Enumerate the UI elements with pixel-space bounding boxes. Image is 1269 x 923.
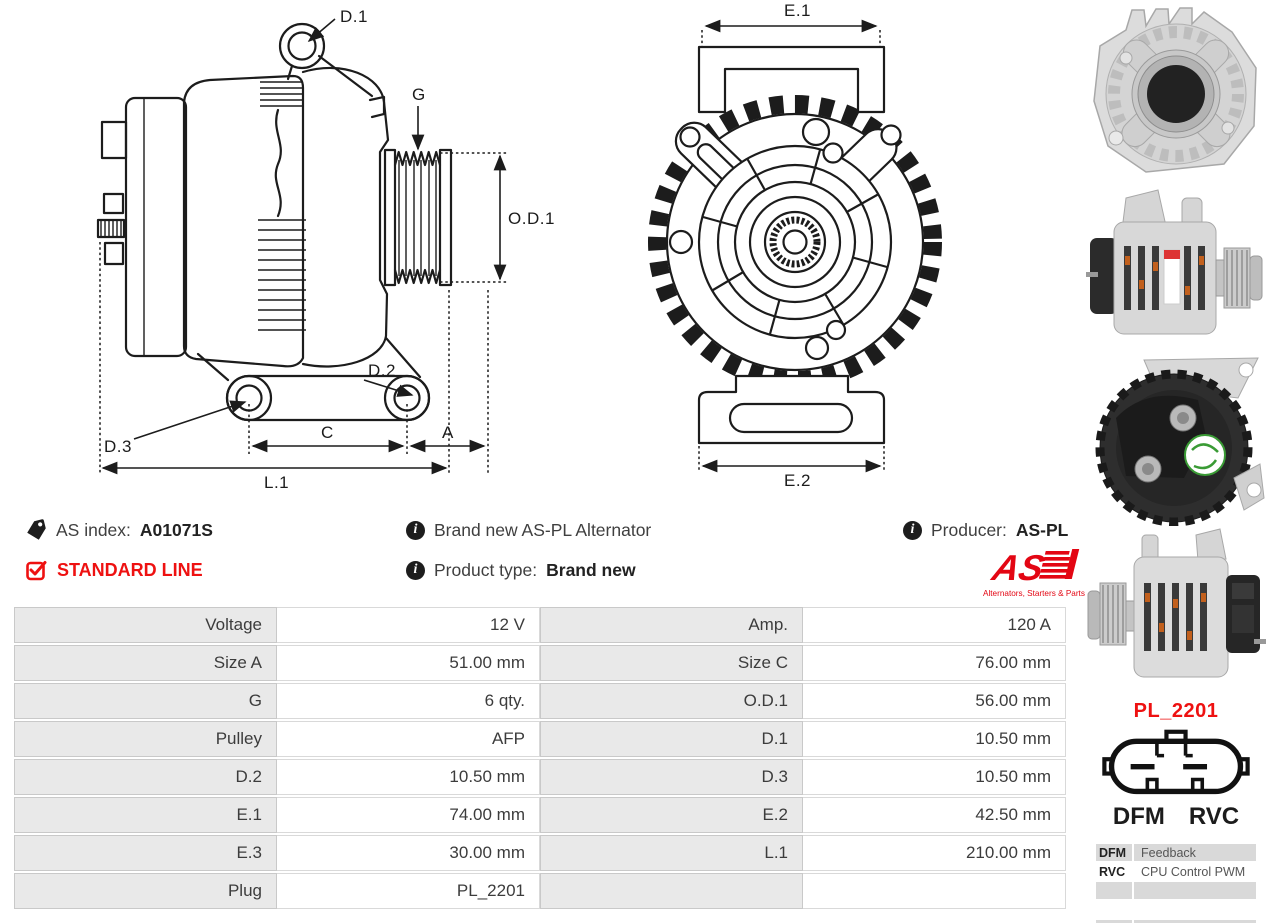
- legend-row: RVC CPU Control PWM: [1096, 863, 1256, 880]
- spec-value-cell: 56.00 mm: [803, 683, 1066, 719]
- spec-label-cell: O.D.1: [540, 683, 803, 719]
- spec-label-cell: E.1: [14, 797, 277, 833]
- producer-row: i Producer: AS-PL: [903, 518, 1068, 542]
- dim-label-e1: E.1: [784, 2, 811, 20]
- standard-line-badge: STANDARD LINE: [57, 559, 203, 580]
- table-row: Plug PL_2201: [14, 873, 1066, 909]
- dim-label-e2: E.2: [784, 471, 811, 488]
- info-icon: i: [903, 520, 922, 540]
- plug-panel: PL_2201 DFM RVC DFM Feedback RVC CPU Con…: [1096, 700, 1256, 923]
- spec-table: Voltage 12 V Amp. 120 A Size A 51.00 mm …: [14, 607, 1066, 911]
- spec-label-cell: Voltage: [14, 607, 277, 643]
- spec-label-cell: D.1: [540, 721, 803, 757]
- spec-value-cell: 10.50 mm: [803, 721, 1066, 757]
- spec-value-cell: 30.00 mm: [277, 835, 540, 871]
- product-photo-front[interactable]: [1086, 6, 1266, 178]
- spec-label-cell: [540, 873, 803, 909]
- spec-label-cell: E.2: [540, 797, 803, 833]
- plug-name: PL_2201: [1133, 700, 1219, 722]
- legend-key: DFM: [1096, 844, 1132, 861]
- as-index-label: AS index:: [56, 519, 131, 540]
- legend-desc: Feedback: [1134, 844, 1256, 861]
- spec-label-cell: G: [14, 683, 277, 719]
- dim-label-a: A: [442, 423, 454, 442]
- dim-label-d3: D.3: [104, 437, 132, 456]
- dim-label-d2: D.2: [368, 361, 396, 380]
- spec-value-cell: PL_2201: [277, 873, 540, 909]
- dim-label-l1: L.1: [264, 473, 289, 492]
- table-row: E.1 74.00 mm E.2 42.50 mm: [14, 797, 1066, 833]
- as-pl-logo-mark: AS: [988, 548, 1080, 588]
- product-type-label: Product type:: [434, 559, 538, 580]
- spec-value-cell: 120 A: [803, 607, 1066, 643]
- table-row: Size A 51.00 mm Size C 76.00 mm: [14, 645, 1066, 681]
- spec-value-cell: AFP: [277, 721, 540, 757]
- technical-drawing-front-view: E.1: [648, 2, 942, 488]
- spec-label-cell: Size A: [14, 645, 277, 681]
- dim-label-g: G: [412, 85, 426, 104]
- legend-row-empty: [1096, 882, 1256, 899]
- legend-desc: CPU Control PWM: [1134, 863, 1256, 880]
- spec-value-cell: 10.50 mm: [803, 759, 1066, 795]
- spec-label-cell: L.1: [540, 835, 803, 871]
- table-row: Pulley AFP D.1 10.50 mm: [14, 721, 1066, 757]
- as-index-row: AS index: A01071S: [26, 518, 213, 542]
- producer-value: AS-PL: [1015, 519, 1069, 540]
- legend-row-empty: [1096, 901, 1256, 918]
- spec-value-cell: 12 V: [277, 607, 540, 643]
- info-icon: i: [406, 560, 425, 580]
- product-photo-side-left[interactable]: [1086, 527, 1266, 695]
- spec-value-cell: 10.50 mm: [277, 759, 540, 795]
- product-type-row: i Product type: Brand new: [406, 558, 636, 582]
- product-photo-back[interactable]: [1086, 356, 1266, 526]
- legend-row: DFM Feedback: [1096, 844, 1256, 861]
- spec-label-cell: Plug: [14, 873, 277, 909]
- checked-checkbox-icon: [26, 561, 47, 581]
- table-row: G 6 qty. O.D.1 56.00 mm: [14, 683, 1066, 719]
- as-pl-logo: AS Alternators, Starters & Parts: [983, 546, 1085, 598]
- table-row: E.3 30.00 mm L.1 210.00 mm: [14, 835, 1066, 871]
- brand-row: i Brand new AS-PL Alternator: [406, 518, 651, 542]
- dim-label-od1: O.D.1: [508, 209, 555, 228]
- dim-label-c: C: [321, 423, 334, 442]
- spec-value-cell: 51.00 mm: [277, 645, 540, 681]
- info-icon: i: [406, 520, 425, 540]
- technical-drawing-side-view: O.D.1 D.1 G D.2 D.3 C A L.1: [96, 7, 555, 492]
- legend-row-empty: [1096, 920, 1256, 923]
- as-index-value: A01071S: [139, 519, 213, 540]
- spec-value-cell: 42.50 mm: [803, 797, 1066, 833]
- pin-label-rvc: RVC: [1188, 803, 1240, 830]
- product-type-value: Brand new: [546, 559, 636, 580]
- pin-label-dfm: DFM: [1112, 803, 1165, 830]
- legend-key: RVC: [1096, 863, 1132, 880]
- tag-icon: [27, 518, 46, 540]
- producer-label: Producer:: [931, 519, 1007, 540]
- spec-value-cell: 74.00 mm: [277, 797, 540, 833]
- brand-line: Brand new AS-PL Alternator: [434, 519, 652, 540]
- standard-line-row: STANDARD LINE: [26, 558, 203, 582]
- spec-value-cell: 6 qty.: [277, 683, 540, 719]
- table-row: D.2 10.50 mm D.3 10.50 mm: [14, 759, 1066, 795]
- spec-value-cell: 210.00 mm: [803, 835, 1066, 871]
- logo-monogram: AS: [988, 548, 1049, 588]
- spec-label-cell: Pulley: [14, 721, 277, 757]
- plug-connector-diagram: [1102, 729, 1250, 795]
- table-row: Voltage 12 V Amp. 120 A: [14, 607, 1066, 643]
- spec-label-cell: Amp.: [540, 607, 803, 643]
- spec-label-cell: D.2: [14, 759, 277, 795]
- spec-label-cell: Size C: [540, 645, 803, 681]
- plug-legend: DFM Feedback RVC CPU Control PWM: [1096, 844, 1256, 923]
- logo-tagline: Alternators, Starters & Parts: [983, 589, 1085, 598]
- plug-pin-labels: DFM RVC: [1096, 803, 1256, 831]
- product-photo-side-right[interactable]: [1086, 186, 1266, 352]
- spec-value-cell: 76.00 mm: [803, 645, 1066, 681]
- spec-label-cell: D.3: [540, 759, 803, 795]
- spec-value-cell: [803, 873, 1066, 909]
- dim-label-d1: D.1: [340, 7, 368, 26]
- spec-label-cell: E.3: [14, 835, 277, 871]
